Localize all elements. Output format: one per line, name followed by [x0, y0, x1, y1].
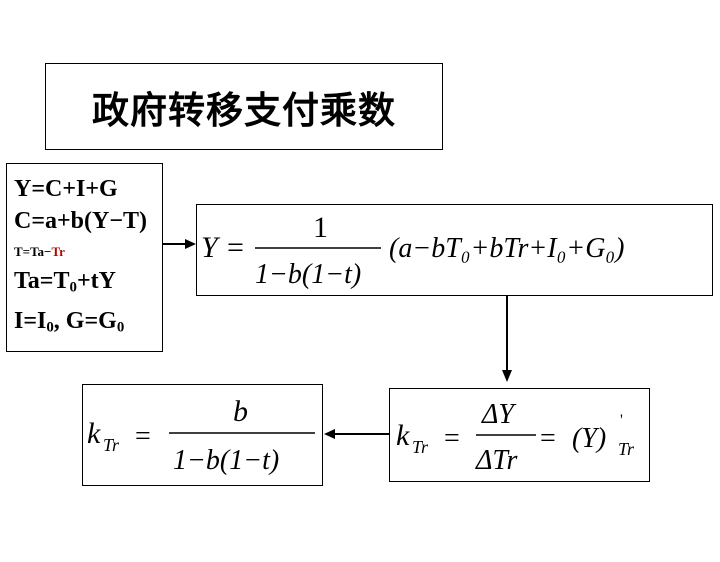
y-formula: Y = 1 1−b(1−t) (a−bT₀+bTr+I₀+G₀)	[201, 211, 624, 290]
k-derivative-numerator: ΔY	[481, 399, 517, 430]
equation-line-4-a: Ta=T	[14, 268, 70, 294]
k-result-denominator: 1−b(1−t)	[173, 445, 279, 476]
k-derivative-eq2: =	[540, 423, 556, 454]
equation-line-3-tr: Tr	[51, 244, 65, 259]
equation-line-3-prefix: T=Ta−	[14, 244, 52, 259]
y-formula-denominator: 1−b(1−t)	[255, 259, 361, 290]
page-title: 政府转移支付乘数	[92, 88, 396, 132]
y-formula-numerator: 1	[313, 211, 328, 244]
y-formula-paren: (a−bT₀+bTr+I₀+G₀)	[389, 233, 624, 264]
equation-line-4-sub: 0	[69, 279, 77, 296]
k-result-k-sub: Tr	[103, 435, 120, 455]
k-derivative-rhs: (Y)	[572, 423, 606, 454]
y-formula-box: Y = 1 1−b(1−t) (a−bT₀+bTr+I₀+G₀)	[196, 204, 713, 296]
equation-line-5-sub1: 0	[46, 319, 54, 336]
y-formula-eq: =	[227, 231, 244, 264]
k-derivative-eq: =	[444, 423, 460, 454]
k-derivative-denominator: ΔTr	[475, 445, 517, 476]
k-result-k: k	[87, 417, 101, 450]
k-derivative-box: k Tr = ΔY ΔTr = (Y) ' Tr	[389, 388, 650, 482]
k-derivative-k: k	[396, 419, 410, 452]
equation-line-5: I=I0, G=G0	[14, 308, 124, 335]
equation-line-5-a: I=I	[14, 308, 47, 334]
k-result-numerator: b	[233, 395, 248, 428]
k-result-formula: k Tr = b 1−b(1−t)	[87, 395, 315, 476]
k-derivative-rhs-sub: Tr	[618, 439, 635, 459]
k-result-box: k Tr = b 1−b(1−t)	[82, 384, 323, 486]
arrow-down-icon	[502, 296, 512, 382]
k-derivative-k-sub: Tr	[412, 437, 429, 457]
arrow-right-icon	[163, 239, 196, 249]
equation-line-1: Y=C+I+G	[14, 176, 118, 202]
equations-box: Y=C+I+G C=a+b(Y−T) T=Ta−Tr Ta=T0+tY I=I0…	[6, 163, 163, 352]
equation-line-4-b: +tY	[76, 268, 116, 294]
y-formula-lhs: Y	[201, 231, 221, 264]
title-box: 政府转移支付乘数	[45, 63, 443, 150]
equation-line-2: C=a+b(Y−T)	[14, 208, 148, 234]
equation-line-5-b: , G=G	[53, 308, 117, 334]
arrow-left-icon	[324, 429, 389, 439]
equation-line-5-sub2: 0	[116, 319, 125, 336]
k-result-eq: =	[135, 421, 151, 452]
k-derivative-rhs-sup: '	[620, 412, 623, 429]
equation-line-4: Ta=T0+tY	[14, 268, 116, 295]
k-derivative-formula: k Tr = ΔY ΔTr = (Y) ' Tr	[396, 399, 635, 476]
equation-line-3: T=Ta−Tr	[14, 244, 65, 260]
